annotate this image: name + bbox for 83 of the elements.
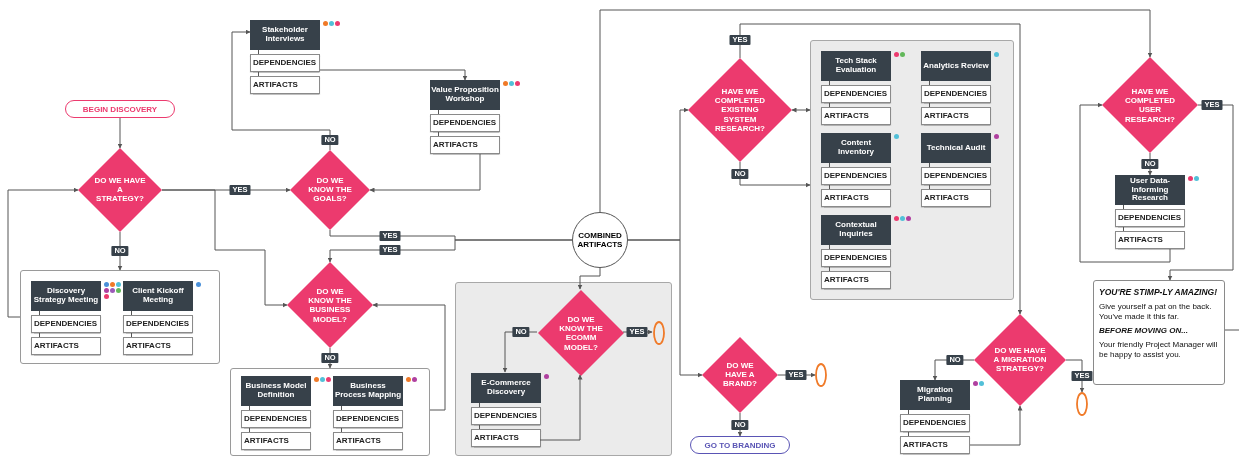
section-heading: DEPENDENCIES <box>250 54 320 72</box>
section-heading: DEPENDENCIES <box>1115 209 1185 227</box>
connector-arrow <box>1065 359 1085 393</box>
terminal-pill: BEGIN DISCOVERY <box>65 100 175 118</box>
section-heading: DEPENDENCIES <box>241 410 311 428</box>
card-heading: YOU'RE STIMP-LY AMAZING! <box>1099 287 1219 298</box>
section-heading: DEPENDENCIES <box>31 315 101 333</box>
shaded-panel <box>810 40 1014 300</box>
connector-arrow <box>969 405 1023 446</box>
section-heading: DEPENDENCIES <box>900 414 970 432</box>
section-heading: ARTIFACTS <box>821 107 891 125</box>
connector-arrow <box>319 69 468 81</box>
section-heading: DEPENDENCIES <box>921 167 991 185</box>
task-title: Business Process Mapping <box>333 376 403 406</box>
decision-text: HAVE WE COMPLETED EXISTING SYSTEM RESEARCH? <box>713 87 767 133</box>
connector-arrow <box>161 189 288 308</box>
connector-arrow <box>739 161 811 188</box>
section-heading: ARTIFACTS <box>921 107 991 125</box>
connector-arrow <box>539 374 583 441</box>
group-container <box>230 368 430 456</box>
section-heading: DEPENDENCIES <box>430 114 500 132</box>
card-subheading: BEFORE MOVING ON... <box>1099 326 1189 336</box>
connector-arrow <box>231 29 331 151</box>
task-title: Stakeholder Interviews <box>250 20 320 50</box>
task-title: Client Kickoff Meeting <box>123 281 193 311</box>
connector-arrow <box>327 239 573 263</box>
decision-text: DO WE HAVE A BRAND? <box>722 361 758 389</box>
connector-arrow <box>791 107 811 113</box>
decision-text: DO WE KNOW THE ECOMM MODEL? <box>558 314 604 352</box>
decision-text: DO WE KNOW THE GOALS? <box>307 176 353 204</box>
connector-arrow <box>117 117 123 149</box>
section-heading: DEPENDENCIES <box>471 407 541 425</box>
section-heading: ARTIFACTS <box>900 436 970 454</box>
section-heading: ARTIFACTS <box>821 189 891 207</box>
task-title: Contextual Inquiries <box>821 215 891 245</box>
card-text: Give yourself a pat on the back. You've made it this far. <box>1099 302 1213 322</box>
task-title: Business Model Definition <box>241 376 311 406</box>
message-card <box>1093 280 1225 385</box>
section-heading: DEPENDENCIES <box>821 85 891 103</box>
connector-circle: COMBINED ARTIFACTS <box>572 212 628 268</box>
section-heading: ARTIFACTS <box>31 337 101 355</box>
section-heading: ARTIFACTS <box>471 429 541 447</box>
connector-arrow <box>739 23 1023 315</box>
section-heading: ARTIFACTS <box>250 76 320 94</box>
connector-line <box>1224 329 1240 331</box>
connector-arrow <box>369 153 481 193</box>
task-title: Content Inventory <box>821 133 891 163</box>
section-heading: ARTIFACTS <box>821 271 891 289</box>
task-title: Analytics Review <box>921 51 991 81</box>
section-heading: ARTIFACTS <box>1115 231 1185 249</box>
task-title: Technical Audit <box>921 133 991 163</box>
connector-arrow <box>1167 104 1234 281</box>
task-title: Migration Planning <box>900 380 970 410</box>
decision-text: DO WE KNOW THE BUSINESS MODEL? <box>307 286 353 324</box>
section-heading: ARTIFACTS <box>430 136 500 154</box>
section-heading: ARTIFACTS <box>241 432 311 450</box>
task-title: User Data-Informing Research <box>1115 175 1185 205</box>
section-heading: DEPENDENCIES <box>921 85 991 103</box>
task-title: Value Proposition Workshop <box>430 80 500 110</box>
connector-arrow <box>372 302 446 411</box>
section-heading: DEPENDENCIES <box>821 167 891 185</box>
connector-arrow <box>599 9 1153 213</box>
group-container <box>20 270 220 364</box>
decision-text: DO WE HAVE A MIGRATION STRATEGY? <box>992 346 1048 374</box>
connector-arrow <box>7 187 79 318</box>
decision-text: HAVE WE COMPLETED USER RESEARCH? <box>1123 86 1177 124</box>
card-text: Your friendly Project Manager will be happy to assist you. <box>1099 339 1219 360</box>
section-heading: DEPENDENCIES <box>821 249 891 267</box>
section-heading: DEPENDENCIES <box>333 410 403 428</box>
connector-arrow <box>1079 102 1171 263</box>
section-heading: ARTIFACTS <box>921 189 991 207</box>
task-title: E-Commerce Discovery <box>471 373 541 403</box>
section-heading: ARTIFACTS <box>333 432 403 450</box>
decision-text: DO WE HAVE A STRATEGY? <box>93 176 147 204</box>
connector-arrow <box>577 267 601 290</box>
connector-arrow <box>627 239 703 378</box>
section-heading: DEPENDENCIES <box>123 315 193 333</box>
shaded-panel <box>455 282 672 456</box>
task-title: Discovery Strategy Meeting <box>31 281 101 311</box>
connector-line <box>329 229 573 241</box>
section-heading: ARTIFACTS <box>123 337 193 355</box>
terminal-pill: GO TO BRANDING <box>690 436 790 454</box>
task-title: Tech Stack Evaluation <box>821 51 891 81</box>
